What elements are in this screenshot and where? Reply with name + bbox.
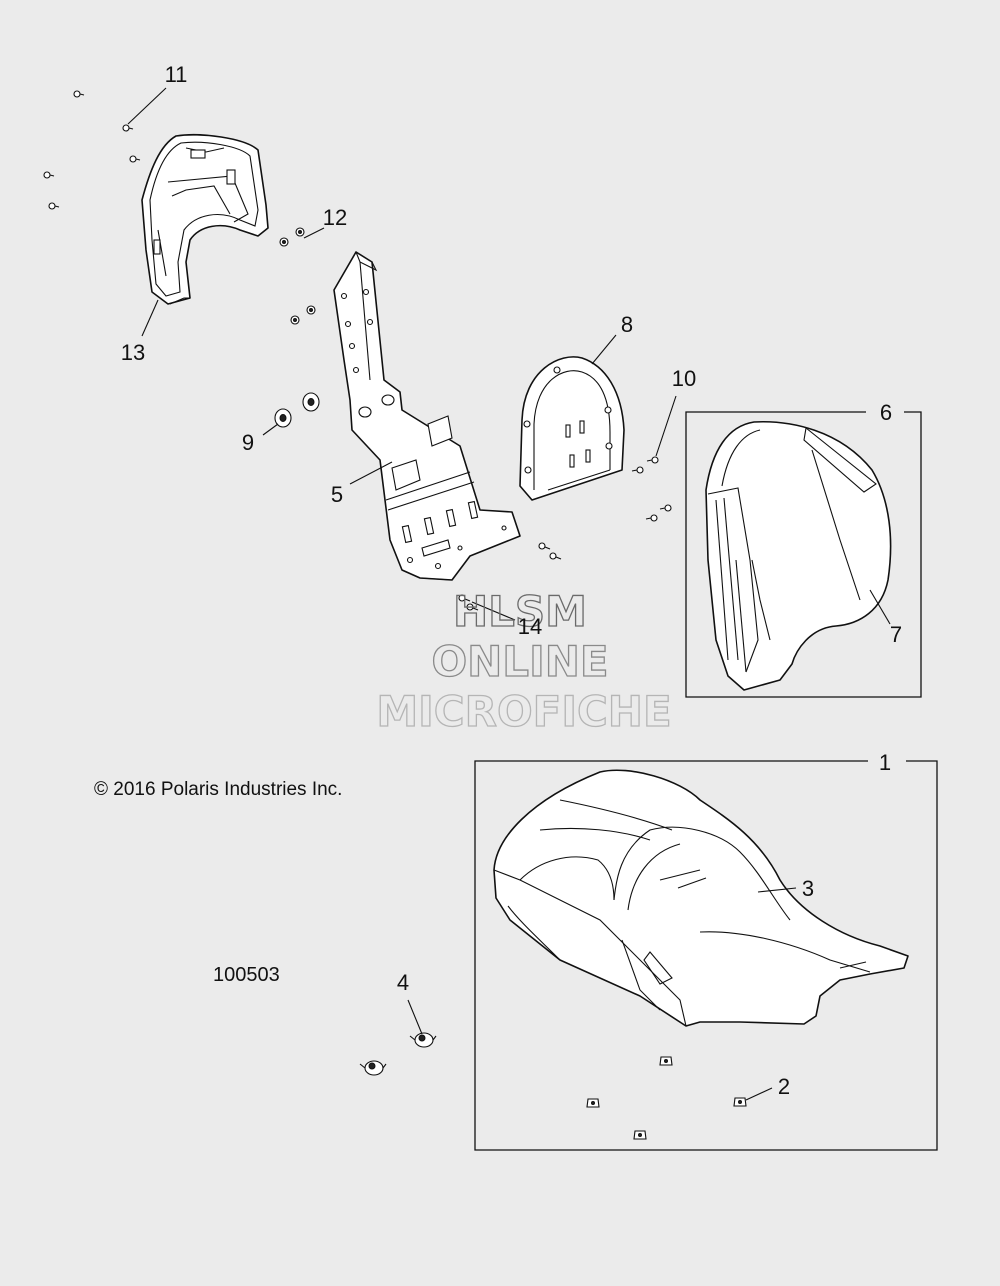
leader-lines (127, 87, 891, 1101)
part-3-seat (493, 769, 909, 1027)
part-8-backrest-plate (519, 356, 625, 501)
part-11-screws (43, 90, 141, 210)
callout-9: 9 (242, 430, 254, 455)
callout-7: 7 (890, 622, 902, 647)
part-14-screws (458, 542, 562, 611)
part-4-clips (359, 1032, 437, 1076)
watermark-line-3: MICROFICHE (376, 687, 671, 736)
part-6-group-box (685, 411, 922, 698)
callout-2: 2 (778, 1074, 790, 1099)
callout-5: 5 (331, 482, 343, 507)
watermark-line-2: ONLINE (431, 637, 608, 686)
part-7-backrest-cushion (705, 420, 892, 691)
watermark-line-1: HLSM (453, 587, 587, 636)
callout-14: 14 (518, 614, 542, 639)
callout-13: 13 (121, 340, 145, 365)
part-1-group-box (474, 760, 938, 1151)
part-13-backrest-pad (141, 133, 269, 305)
callout-12: 12 (323, 205, 347, 230)
callout-1: 1 (879, 750, 891, 775)
callouts: 1 2 3 4 5 6 7 8 9 10 11 12 13 14 (121, 62, 902, 1099)
part-9-grommets (274, 392, 320, 428)
callout-4: 4 (397, 970, 409, 995)
part-12-nuts (279, 227, 316, 325)
part-10-screws (631, 456, 672, 522)
callout-10: 10 (672, 366, 696, 391)
callout-8: 8 (621, 312, 633, 337)
part-2-nuts (586, 1056, 747, 1140)
callout-11: 11 (165, 62, 188, 87)
copyright-notice: © 2016 Polaris Industries Inc. (94, 779, 342, 800)
figure-number: 100503 (213, 964, 280, 986)
part-5-bracket (333, 251, 521, 581)
watermark: HLSM ONLINE MICROFICHE (376, 586, 673, 736)
callout-3: 3 (802, 876, 814, 901)
callout-6: 6 (880, 400, 892, 425)
